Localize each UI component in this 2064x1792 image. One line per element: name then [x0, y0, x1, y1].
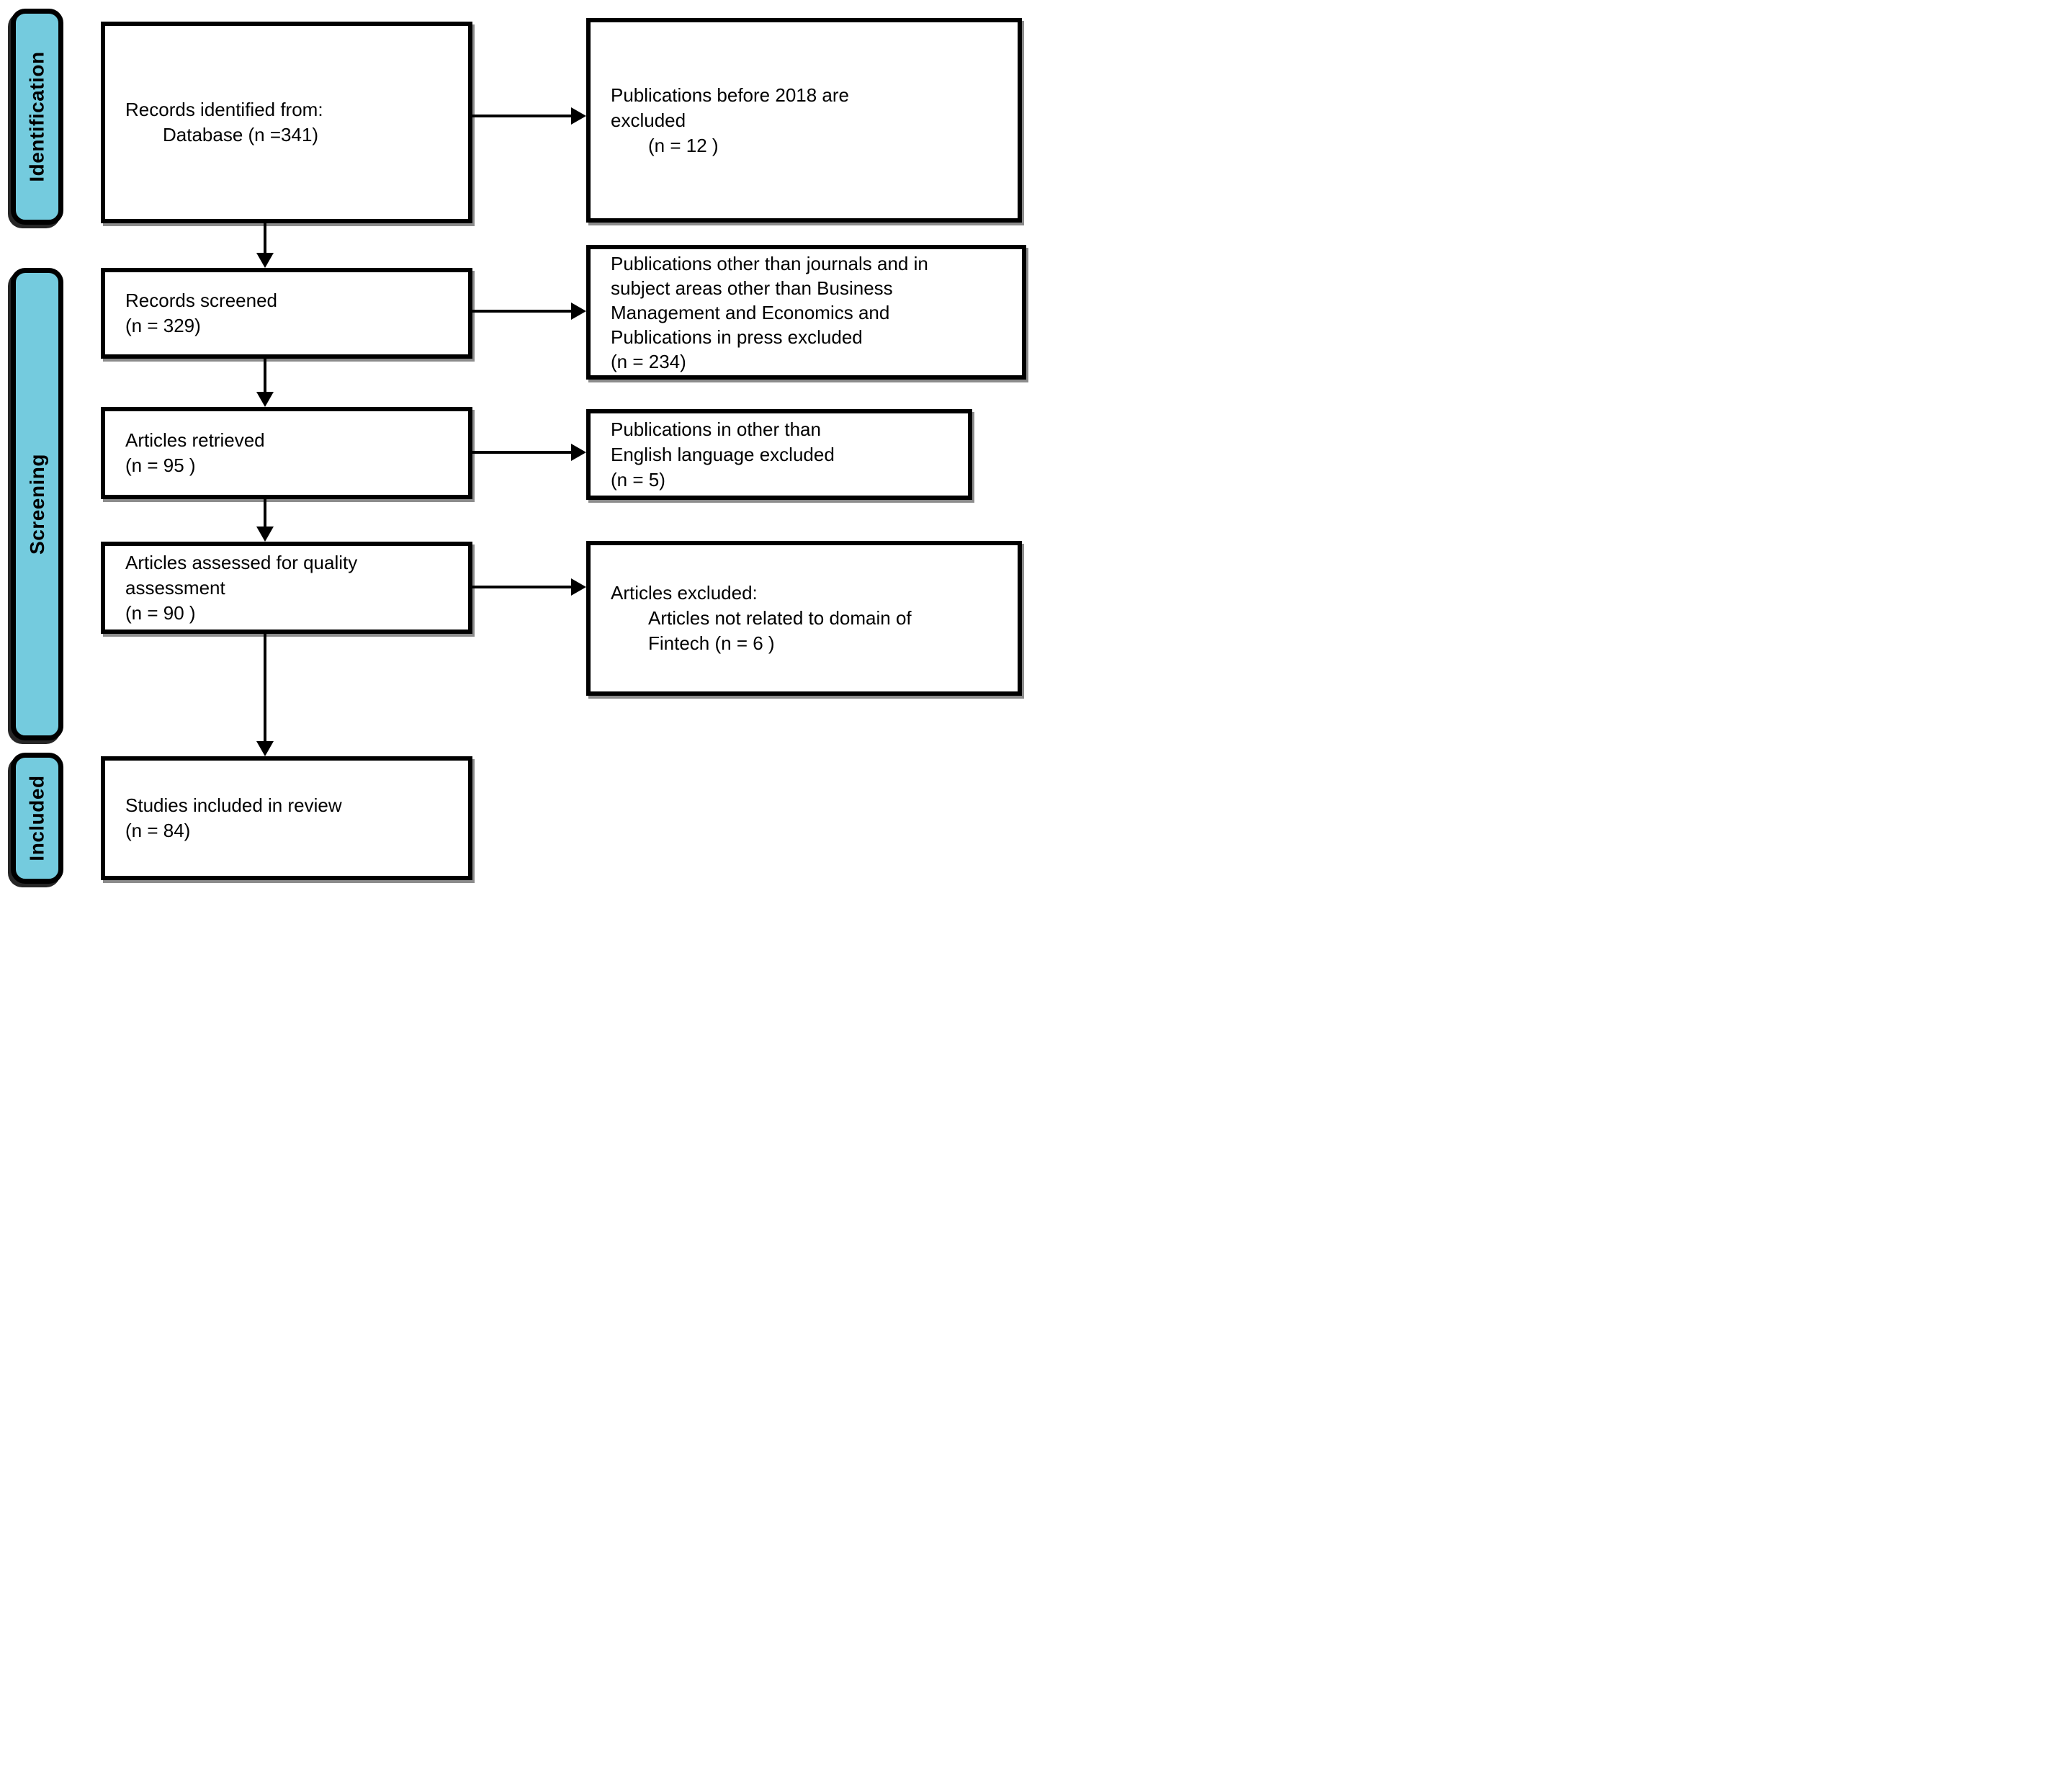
box-line: Records identified from: — [125, 99, 323, 120]
box-line: Articles assessed for quality — [125, 551, 358, 573]
box-line: (n = 12 ) — [648, 134, 719, 156]
stage-bar-identification: Identification — [11, 9, 63, 225]
box-line: (n = 90 ) — [125, 601, 196, 624]
box-articles-retrieved: Articles retrieved (n = 95 ) — [101, 407, 472, 499]
box-articles-assessed: Articles assessed for quality assessment… — [101, 542, 472, 634]
box-line: Publications other than journals and in — [611, 252, 928, 274]
box-line: Management and Economics and — [611, 301, 890, 323]
box-line: Records screened — [125, 290, 277, 311]
box-line: (n = 234) — [611, 350, 686, 372]
box-line: assessment — [125, 576, 225, 599]
arrow-retrieved-to-excluded-language — [472, 443, 586, 462]
arrow-identified-to-screened — [256, 223, 274, 268]
arrow-assessed-to-included — [256, 634, 274, 756]
box-records-screened: Records screened (n = 329) — [101, 268, 472, 359]
box-excluded-subject: Publications other than journals and in … — [586, 245, 1026, 380]
box-studies-included: Studies included in review (n = 84) — [101, 756, 472, 880]
box-line: (n = 95 ) — [125, 454, 196, 476]
box-line: Publications in other than — [611, 418, 821, 440]
stage-bar-screening: Screening — [11, 268, 63, 740]
box-line: excluded — [611, 109, 686, 131]
box-line: subject areas other than Business — [611, 277, 893, 299]
box-records-identified: Records identified from: Database (n =34… — [101, 22, 472, 223]
box-line: (n = 84) — [125, 820, 191, 841]
stage-label-identification: Identification — [25, 51, 48, 182]
arrow-assessed-to-excluded-domain — [472, 578, 586, 596]
box-line: Fintech (n = 6 ) — [648, 632, 775, 654]
box-line: Publications before 2018 are — [611, 84, 850, 106]
arrow-retrieved-to-assessed — [256, 499, 274, 542]
prisma-flow-diagram: Identification Screening Included Record… — [0, 0, 1032, 896]
box-excluded-before-2018: Publications before 2018 are excluded (n… — [586, 18, 1022, 223]
box-line: English language excluded — [611, 443, 835, 465]
stage-bar-included: Included — [11, 753, 63, 884]
arrow-screened-to-retrieved — [256, 359, 274, 407]
stage-label-included: Included — [25, 775, 48, 861]
arrow-identified-to-excluded-before-2018 — [472, 107, 586, 125]
box-line: (n = 5) — [611, 468, 665, 490]
box-excluded-language: Publications in other than English langu… — [586, 409, 972, 500]
box-line: Articles retrieved — [125, 429, 265, 451]
box-line: Database (n =341) — [163, 124, 319, 145]
box-line: (n = 329) — [125, 315, 201, 336]
box-line: Articles excluded: — [611, 582, 758, 604]
box-line: Articles not related to domain of — [648, 607, 912, 629]
box-line: Publications in press excluded — [611, 326, 863, 348]
box-excluded-domain: Articles excluded: Articles not related … — [586, 541, 1022, 696]
box-line: Studies included in review — [125, 794, 342, 816]
arrow-screened-to-excluded-subject — [472, 302, 586, 321]
stage-label-screening: Screening — [25, 454, 48, 555]
